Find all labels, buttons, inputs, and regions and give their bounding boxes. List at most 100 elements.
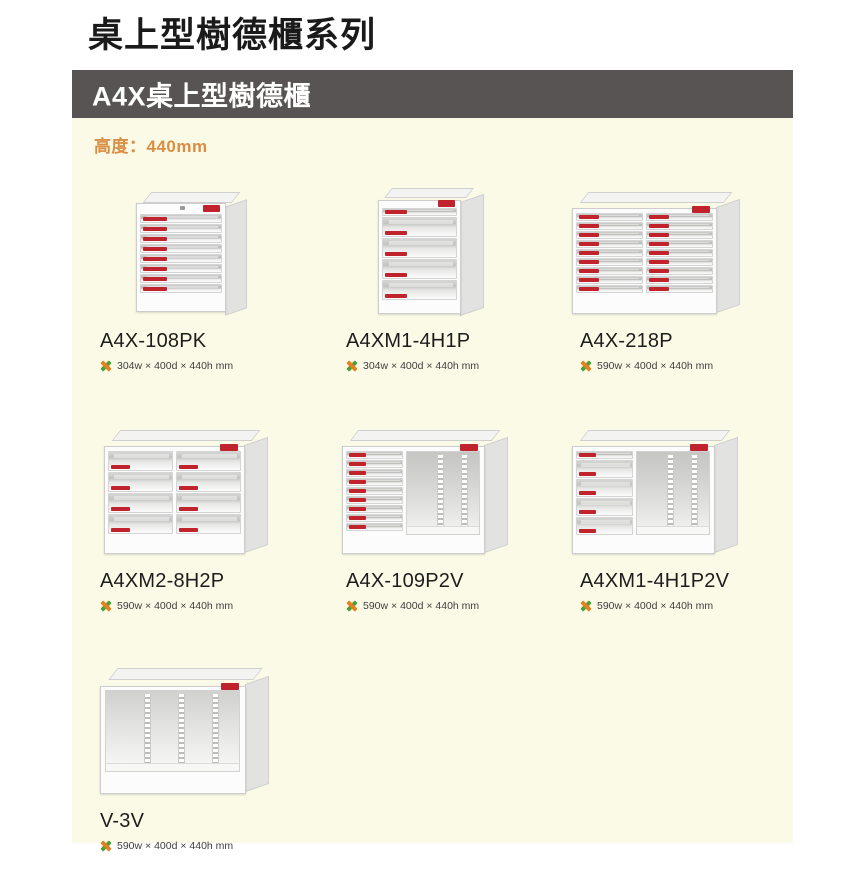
drawer <box>140 224 222 233</box>
cabinet-illustration <box>100 668 278 794</box>
drawer <box>646 222 713 230</box>
vertical-divider <box>667 455 674 527</box>
drawer-column <box>646 213 713 295</box>
vertical-divider <box>437 455 444 527</box>
cabinet-side <box>460 193 484 317</box>
drawer <box>108 451 173 471</box>
product-row: V-3V 590w × 400d × 440h mm <box>72 652 793 892</box>
brand-badge <box>221 683 239 690</box>
x-cross-icon <box>346 600 358 612</box>
product-grid: A4X-108PK 304w × 400d × 440h mm <box>72 172 793 892</box>
drawer <box>576 498 633 516</box>
product-dimensions-text: 590w × 400d × 440h mm <box>597 600 714 612</box>
drawer <box>176 514 241 534</box>
x-cross-icon <box>100 360 112 372</box>
product-model: A4X-108PK <box>100 330 207 352</box>
product-model: A4XM1-4H1P <box>346 330 471 352</box>
drawer <box>576 267 643 275</box>
vertical-divider <box>461 455 468 527</box>
series-title: 桌上型樹德櫃系列 <box>88 16 377 55</box>
x-cross-icon <box>100 840 112 852</box>
cabinet-illustration <box>572 430 748 554</box>
drawer <box>140 234 222 243</box>
cabinet-top <box>579 192 733 203</box>
product-dimensions: 590w × 400d × 440h mm <box>346 600 479 612</box>
drawer <box>108 472 173 492</box>
product-card-3[interactable]: A4XM2-8H2P 590w × 400d × 440h mm <box>84 412 324 652</box>
drawer <box>382 208 457 216</box>
drawer <box>646 267 713 275</box>
cabinet-top <box>111 430 261 441</box>
panel-header-title: A4X桌上型樹德櫃 <box>92 81 312 112</box>
lock-icon <box>180 206 185 210</box>
open-compartment-bay <box>105 690 240 772</box>
drawer <box>576 276 643 284</box>
drawer <box>346 478 403 486</box>
product-card-2[interactable]: A4X-218P 590w × 400d × 440h mm <box>564 172 804 412</box>
drawer <box>108 514 173 534</box>
drawer <box>646 258 713 266</box>
product-figure-2 <box>564 172 804 324</box>
product-card-0[interactable]: A4X-108PK 304w × 400d × 440h mm <box>84 172 324 412</box>
cabinet-top <box>384 188 474 198</box>
product-figure-3 <box>84 412 324 564</box>
cabinet-top <box>108 668 263 680</box>
open-compartment-bay <box>636 451 710 535</box>
drawer <box>140 214 222 223</box>
drawer <box>176 493 241 513</box>
product-dimensions: 304w × 400d × 440h mm <box>100 360 233 372</box>
product-figure-4 <box>330 412 570 564</box>
product-figure-6 <box>84 652 324 804</box>
product-dimensions-text: 590w × 400d × 440h mm <box>597 360 714 372</box>
product-card-6[interactable]: V-3V 590w × 400d × 440h mm <box>84 652 324 892</box>
vertical-divider <box>144 694 151 764</box>
drawer <box>576 479 633 497</box>
drawer <box>576 258 643 266</box>
vertical-divider <box>212 694 219 764</box>
drawer <box>382 259 457 279</box>
cabinet-illustration <box>378 188 490 317</box>
drawer <box>176 472 241 492</box>
drawer <box>346 469 403 477</box>
product-card-4[interactable]: A4X-109P2V 590w × 400d × 440h mm <box>330 412 570 652</box>
product-row: A4XM2-8H2P 590w × 400d × 440h mm <box>72 412 793 652</box>
drawer <box>346 460 403 468</box>
product-figure-1 <box>330 172 570 324</box>
drawer <box>576 213 643 221</box>
product-figure-0 <box>84 172 324 324</box>
drawer <box>382 280 457 300</box>
product-dimensions-text: 590w × 400d × 440h mm <box>117 600 234 612</box>
drawer-column <box>576 213 643 295</box>
vertical-divider <box>691 455 698 527</box>
product-row: A4X-108PK 304w × 400d × 440h mm <box>72 172 793 412</box>
cabinet-side <box>244 436 268 554</box>
product-model: A4XM1-4H1P2V <box>580 570 730 592</box>
cabinet-top <box>142 192 241 203</box>
drawer <box>646 240 713 248</box>
product-panel: A4X桌上型樹德櫃 高度：440mm <box>72 70 793 852</box>
drawer-column <box>140 214 222 298</box>
x-cross-icon <box>580 360 592 372</box>
height-note: 高度：440mm <box>94 137 208 156</box>
drawer <box>576 460 633 478</box>
product-dimensions-text: 304w × 400d × 440h mm <box>363 360 480 372</box>
cabinet-side <box>484 436 508 554</box>
brand-badge <box>203 205 220 212</box>
drawer <box>346 505 403 513</box>
drawer <box>576 231 643 239</box>
product-dimensions: 304w × 400d × 440h mm <box>346 360 480 372</box>
brand-badge <box>220 444 238 451</box>
product-model: A4X-109P2V <box>346 570 464 592</box>
cabinet-side <box>716 198 740 314</box>
drawer <box>176 451 241 471</box>
product-model: A4XM2-8H2P <box>100 570 225 592</box>
drawer <box>646 276 713 284</box>
product-card-1[interactable]: A4XM1-4H1P 304w × 400d × 440h mm <box>330 172 570 412</box>
brand-badge <box>692 206 710 213</box>
drawer <box>346 514 403 522</box>
x-cross-icon <box>580 600 592 612</box>
drawer <box>646 249 713 257</box>
drawer <box>576 249 643 257</box>
product-card-5[interactable]: A4XM1-4H1P2V 590w × 400d × 440h mm <box>564 412 804 652</box>
drawer <box>382 217 457 237</box>
